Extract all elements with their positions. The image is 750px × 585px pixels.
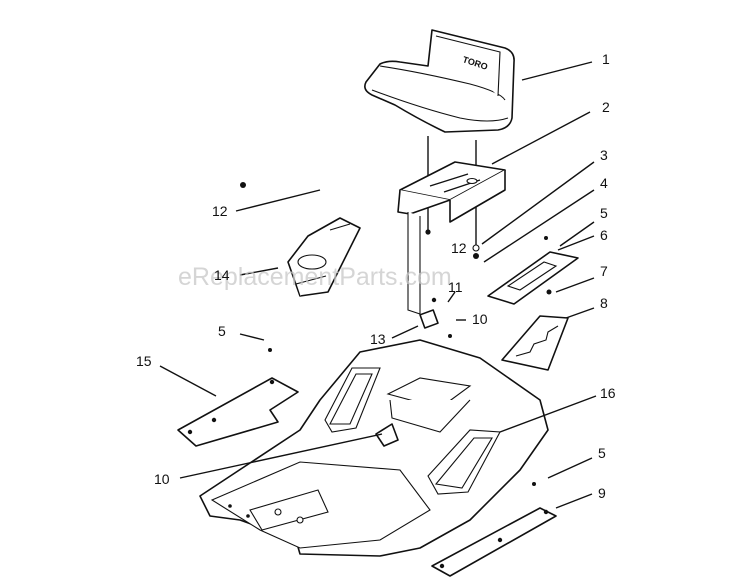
callout-5-left: 5: [218, 323, 226, 339]
callout-13: 13: [370, 331, 386, 347]
callout-15: 15: [136, 353, 152, 369]
fender-deck-part: [199, 339, 549, 557]
callout-7: 7: [600, 263, 608, 279]
right-panel-part: [431, 507, 557, 577]
callout-10-upper: 10: [472, 311, 488, 327]
callout-12-left: 12: [212, 203, 228, 219]
callout-10-lower: 10: [154, 471, 170, 487]
callout-16: 16: [600, 385, 616, 401]
left-panel-part: [177, 377, 299, 447]
shift-panel-part: [501, 315, 569, 371]
callout-8: 8: [600, 295, 608, 311]
callout-3: 3: [600, 147, 608, 163]
callout-6: 6: [600, 227, 608, 243]
callout-5-right: 5: [598, 445, 606, 461]
callout-9: 9: [598, 485, 606, 501]
callout-12-center: 12: [451, 240, 467, 256]
cup-holder-part: [287, 217, 361, 297]
seat-part: TORO: [364, 29, 515, 133]
watermark: eReplacementParts.com: [178, 263, 452, 291]
leader-lines: [159, 61, 597, 509]
callout-11: 11: [448, 279, 463, 295]
callout-1: 1: [602, 51, 610, 67]
plate-part: [487, 251, 579, 305]
seat-bracket-part: [397, 161, 506, 223]
callout-14: 14: [214, 267, 230, 283]
callout-labels: 1 2 3 4 5 6 7 8 12 12 14 11 10 13 5 15 1…: [136, 51, 616, 501]
callout-2: 2: [602, 99, 610, 115]
callout-5: 5: [600, 205, 608, 221]
callout-4: 4: [600, 175, 608, 191]
